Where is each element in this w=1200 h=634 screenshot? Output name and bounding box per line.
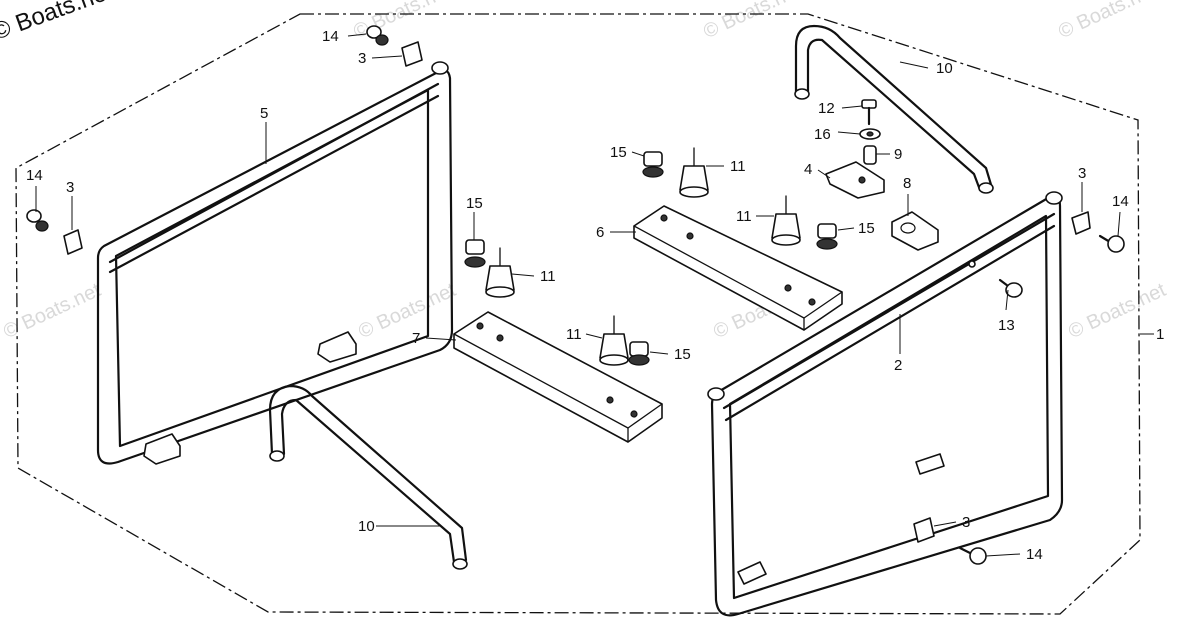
- callout-16: 16: [814, 126, 831, 143]
- callout-7: 7: [412, 330, 420, 347]
- plate-6: [633, 205, 843, 331]
- bracket-4: [825, 161, 885, 199]
- callout-2: 2: [894, 357, 902, 374]
- clip-3-left: [63, 229, 83, 255]
- nut-15b: [816, 223, 838, 250]
- bolt-14-top: [366, 25, 389, 46]
- bracket-8: [891, 211, 939, 251]
- bolt-14-left: [26, 209, 49, 232]
- callout-10-lower: 10: [358, 518, 375, 535]
- callout-14-top: 14: [322, 28, 339, 45]
- callout-15a: 15: [610, 144, 627, 161]
- callout-10-upper: 10: [936, 60, 953, 77]
- callout-11c: 11: [540, 268, 556, 285]
- callout-11a: 11: [730, 158, 746, 175]
- nut-15c: [464, 239, 486, 268]
- handle-right: [794, 24, 994, 194]
- callout-6: 6: [596, 224, 604, 241]
- plate-7: [453, 311, 663, 443]
- bolt-14-right: [1098, 234, 1125, 253]
- mount-11b: [771, 195, 801, 246]
- callout-9: 9: [894, 146, 902, 163]
- callout-11d: 11: [566, 326, 582, 343]
- left-frame: [96, 61, 454, 465]
- callout-3-top: 3: [358, 50, 366, 67]
- callout-15d: 15: [674, 346, 691, 363]
- nut-15d: [628, 341, 650, 366]
- callout-13: 13: [998, 317, 1015, 334]
- nut-15a: [642, 151, 664, 178]
- screw-13: [998, 278, 1023, 298]
- washer-16: [859, 128, 881, 140]
- callout-8: 8: [903, 175, 911, 192]
- clip-3-top: [401, 41, 423, 67]
- callout-14-bottom: 14: [1026, 546, 1043, 563]
- mount-11c: [485, 247, 515, 298]
- bolt-12: [861, 99, 877, 126]
- callout-3-right: 3: [1078, 165, 1086, 182]
- mount-11a: [679, 147, 709, 198]
- callout-14-right: 14: [1112, 193, 1129, 210]
- callout-11b: 11: [736, 208, 752, 225]
- callout-4: 4: [804, 161, 812, 178]
- leader-lines: [35, 33, 1154, 557]
- right-frame: [707, 191, 1064, 617]
- callout-15c: 15: [466, 195, 483, 212]
- callout-12: 12: [818, 100, 835, 117]
- callout-3-left: 3: [66, 179, 74, 196]
- callout-3-bottom: 3: [962, 514, 970, 531]
- clip-3-right: [1071, 211, 1091, 235]
- collar-9: [863, 145, 877, 165]
- callout-1: 1: [1156, 326, 1164, 343]
- mount-11d: [599, 315, 629, 366]
- handle-left: [268, 384, 468, 570]
- callout-14-left: 14: [26, 167, 43, 184]
- assembly-outline: [15, 13, 1141, 615]
- callout-5: 5: [260, 105, 268, 122]
- clip-3-bottom: [913, 517, 935, 543]
- bolt-14-bottom: [958, 546, 987, 565]
- callout-15b: 15: [858, 220, 875, 237]
